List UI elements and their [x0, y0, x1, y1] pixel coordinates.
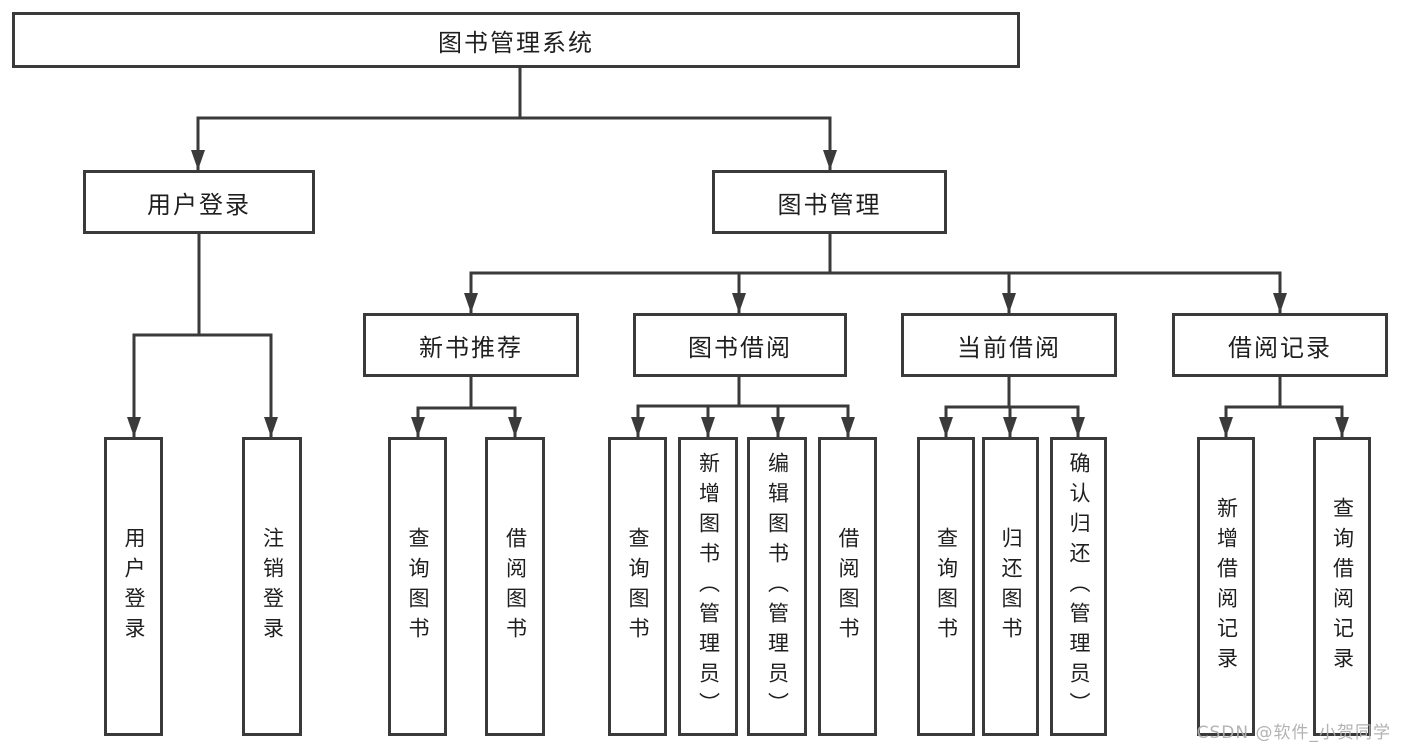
leaf-logout: 注销登录 — [242, 437, 302, 736]
leaf-query-borrow-record: 查询借阅记录 — [1313, 437, 1371, 736]
leaf-confirm-return-admin: 确认归还（管理员） — [1050, 437, 1107, 736]
branch-new-book — [411, 375, 522, 439]
node-current-borrow: 当前借阅 — [901, 313, 1117, 377]
leaf-return-books: 归还图书 — [982, 437, 1039, 736]
branch-borrow-records — [1219, 375, 1349, 439]
branch-book-management — [464, 232, 1287, 315]
leaf-edit-books-admin: 编辑图书（管理员） — [747, 437, 807, 736]
node-user-login: 用户登录 — [83, 170, 315, 234]
leaf-newbook-borrow-books: 借阅图书 — [485, 437, 545, 736]
branch-user-login — [127, 232, 278, 439]
leaf-newbook-query-books: 查询图书 — [388, 437, 447, 736]
branch-root — [191, 66, 837, 172]
leaf-borrow-query-books: 查询图书 — [608, 437, 667, 736]
leaf-add-books-admin: 新增图书（管理员） — [678, 437, 738, 736]
branch-current-borrow — [939, 375, 1085, 439]
csdn-watermark: CSDN @软件_小贺同学 — [1196, 723, 1391, 743]
leaf-add-borrow-record: 新增借阅记录 — [1197, 437, 1255, 736]
branch-book-borrow — [631, 375, 855, 439]
leaf-user-login: 用户登录 — [104, 437, 163, 736]
node-root-system: 图书管理系统 — [12, 12, 1020, 68]
leaf-borrow-books: 借阅图书 — [818, 437, 877, 736]
leaf-current-query-books: 查询图书 — [917, 437, 975, 736]
node-borrow-records: 借阅记录 — [1172, 313, 1388, 377]
node-book-management: 图书管理 — [712, 170, 947, 234]
node-book-borrow: 图书借阅 — [633, 313, 847, 377]
node-new-book-recommend: 新书推荐 — [363, 313, 579, 377]
